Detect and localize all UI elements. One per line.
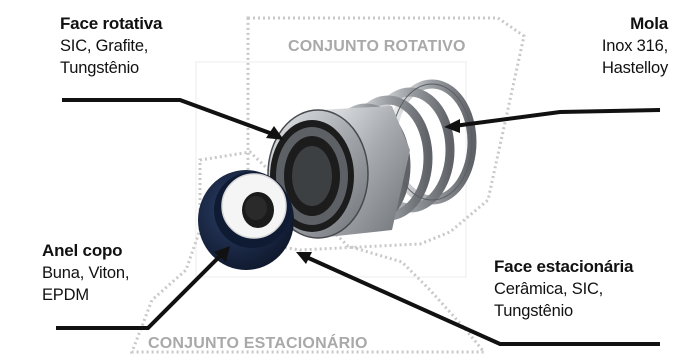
label-face-rotativa: Face rotativa SIC, Grafite, Tungstênio	[60, 13, 162, 79]
face-rotativa-line2: Tungstênio	[60, 59, 140, 77]
group-label-rotativo: CONJUNTO ROTATIVO	[288, 38, 466, 55]
mola-line2: Hastelloy	[601, 59, 668, 77]
anel-copo-title: Anel copo	[42, 241, 123, 260]
leader-anel-copo	[56, 250, 226, 330]
leader-mola	[453, 108, 661, 128]
leader-face-estacionaria	[303, 254, 660, 346]
face-estacionaria-line1: Cerâmica, SIC,	[494, 280, 604, 298]
leader-face-rotativa	[62, 98, 279, 138]
label-face-estacionaria: Face estacionária Cerâmica, SIC, Tungstê…	[494, 256, 633, 322]
arrowhead-face-rotativa	[266, 126, 284, 140]
face-estacionaria-title: Face estacionária	[494, 257, 634, 276]
anel-copo-line1: Buna, Viton,	[42, 264, 130, 282]
arrowhead-mola	[444, 119, 460, 133]
cup-ring-icon	[221, 173, 287, 239]
anel-copo-line2: EPDM	[42, 286, 89, 304]
arrowhead-face-estacionaria	[296, 252, 312, 264]
mola-line1: Inox 316,	[601, 37, 668, 55]
face-rotativa-line1: SIC, Grafite,	[60, 37, 149, 55]
face-estacionaria-line2: Tungstênio	[494, 302, 574, 320]
label-mola: Mola Inox 316, Hastelloy	[602, 13, 668, 79]
mola-title: Mola	[630, 14, 668, 33]
group-label-estacionario: CONJUNTO ESTACIONÁRIO	[148, 335, 368, 352]
rotating-face-icon	[267, 106, 410, 239]
leader-lines	[56, 98, 661, 346]
label-anel-copo: Anel copo Buna, Viton, EPDM	[42, 240, 129, 306]
arrowhead-anel-copo	[214, 246, 230, 262]
face-rotativa-title: Face rotativa	[60, 14, 163, 33]
